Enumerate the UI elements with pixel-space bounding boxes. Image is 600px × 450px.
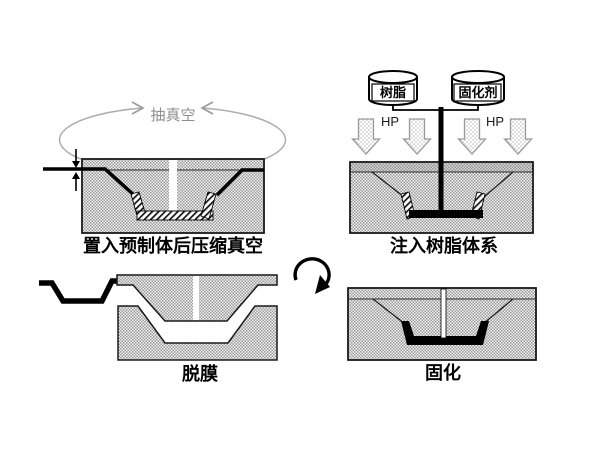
injection-slot	[169, 160, 177, 211]
cure-stage-caption: 固化	[425, 362, 461, 383]
hardener-cylinder: 固化剂	[451, 70, 505, 106]
bag-film-left	[43, 167, 136, 197]
cavity-slope-right	[483, 171, 514, 198]
vacuum-stage: 抽真空 置入预制体后压缩真空	[43, 101, 287, 256]
loop-arrow-left-icon	[200, 101, 214, 115]
resin-cylinder: 树脂	[368, 70, 418, 106]
thickness-down-arrow-icon	[72, 149, 80, 168]
preform-hatch-right	[200, 191, 217, 220]
pressure-arrow-icon	[402, 118, 432, 155]
injection-slot	[193, 276, 199, 320]
bag-film-right	[215, 168, 264, 197]
demold-stage: 脱膜	[39, 274, 278, 384]
cavity-slope-left	[372, 298, 406, 325]
injection-slot	[440, 288, 447, 339]
lower-mold-half	[117, 305, 278, 361]
preform-hatch-bottom	[136, 210, 214, 221]
demolded-part	[39, 278, 119, 304]
hp-label-right: HP	[486, 114, 504, 129]
cavity-slope-right	[482, 298, 514, 325]
pressure-arrow-icon	[351, 118, 381, 155]
resin-front	[409, 210, 483, 218]
demold-stage-caption: 脱膜	[182, 363, 218, 384]
injection-stage: 树脂 固化剂 HP HP 注入树脂体系	[349, 70, 534, 256]
rotate-arrow-icon	[293, 257, 331, 294]
vacuum-stage-caption: 置入预制体后压缩真空	[83, 235, 263, 256]
cavity-slope-left	[371, 171, 405, 198]
injection-stage-caption: 注入树脂体系	[390, 235, 498, 256]
thickness-up-arrow-icon	[72, 172, 80, 191]
resin-label: 树脂	[380, 85, 406, 100]
cure-stage: 固化	[347, 287, 537, 383]
pressure-arrows	[351, 118, 533, 155]
pressure-arrow-icon	[503, 118, 533, 155]
loop-arrow-right-icon	[131, 101, 145, 115]
feed-lines	[392, 104, 479, 111]
hp-label-left: HP	[381, 114, 399, 129]
hardener-label: 固化剂	[458, 85, 497, 100]
pressure-arrow-icon	[457, 118, 487, 155]
cured-part	[401, 321, 489, 345]
vacuum-loop-label: 抽真空	[150, 106, 195, 124]
